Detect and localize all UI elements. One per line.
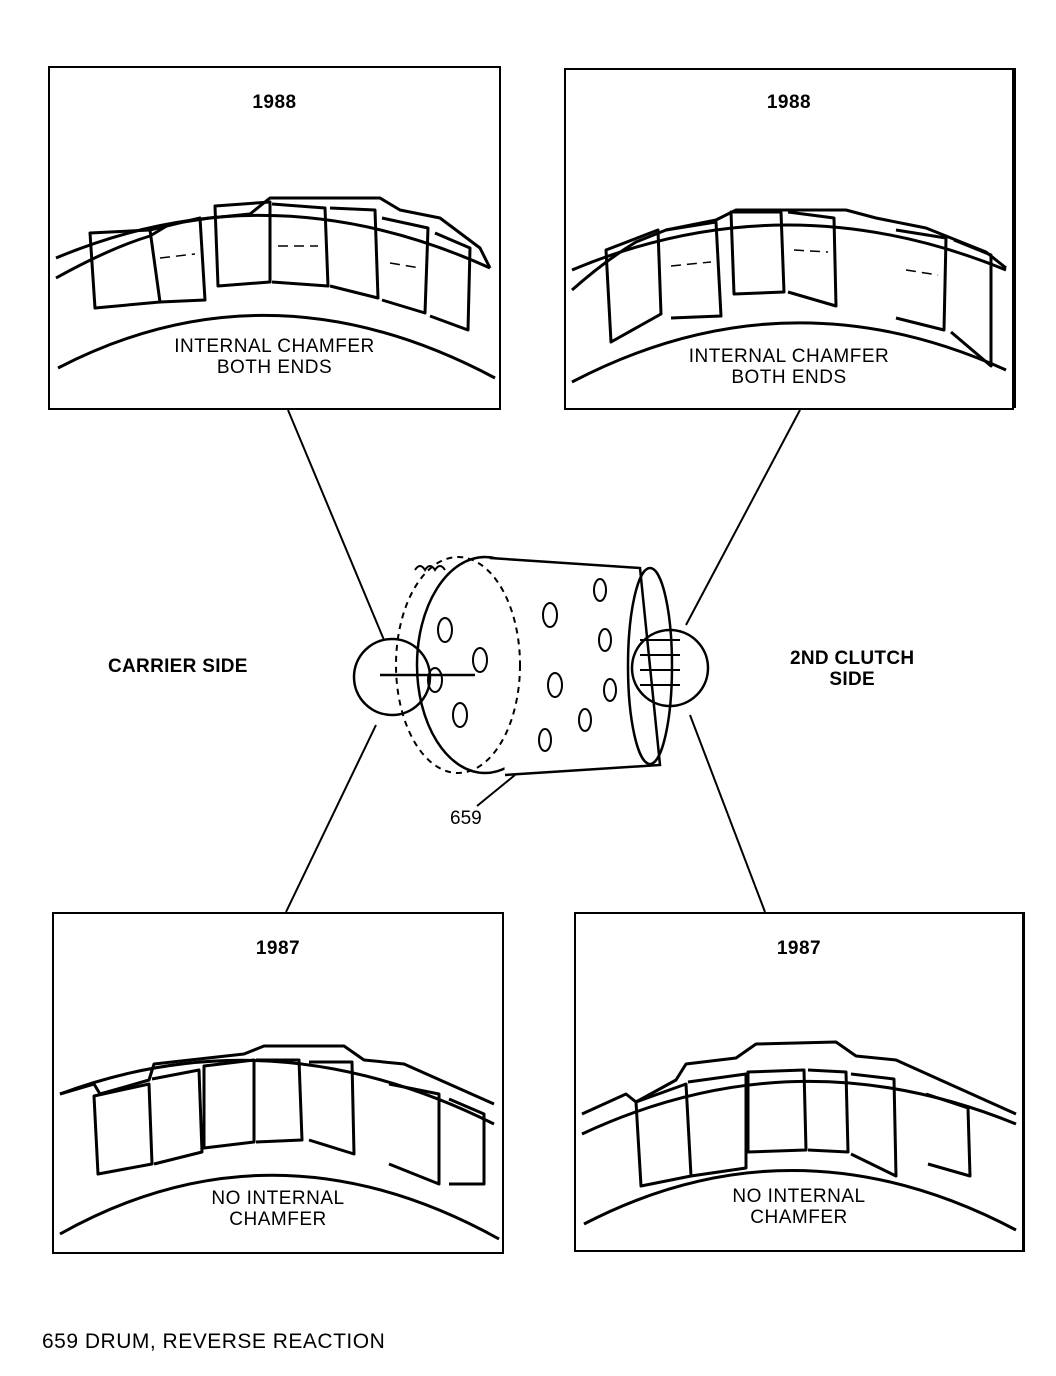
caption-line: BOTH ENDS — [731, 367, 847, 388]
panel-1987-2nd-clutch-side: 1987 NO INTERNAL CHAMFER — [574, 912, 1024, 1252]
panel-year: 1988 — [252, 92, 297, 113]
caption-line: NO INTERNAL — [211, 1188, 345, 1209]
panel-year: 1987 — [255, 938, 301, 959]
panel-1988-carrier-side: 1988 INTERNAL CHAMFER BOTH ENDS — [48, 66, 501, 410]
non-chamfered-spline-illustration — [59, 1044, 500, 1241]
2nd-clutch-side-label: 2ND CLUTCH SIDE — [790, 648, 914, 690]
caption-line: CHAMFER — [229, 1209, 327, 1230]
panel-caption: INTERNAL CHAMFER BOTH ENDS — [566, 346, 1012, 388]
chamfered-spline-illustration — [571, 208, 1007, 384]
panel-1987-carrier-side: 1987 NO INTERNAL CHAMFER — [52, 912, 504, 1254]
caption-line: NO INTERNAL — [732, 1186, 866, 1207]
chamfered-spline-illustration — [55, 196, 496, 380]
panel-year: 1987 — [776, 938, 822, 959]
caption-line: INTERNAL CHAMFER — [688, 346, 890, 367]
caption-line: INTERNAL CHAMFER — [174, 336, 375, 357]
page-edge-rule — [1013, 68, 1016, 408]
caption-line: BOTH ENDS — [216, 357, 333, 378]
panel-caption: NO INTERNAL CHAMFER — [576, 1186, 1022, 1228]
panel-year: 1988 — [766, 92, 812, 113]
label-line: SIDE — [829, 669, 875, 690]
non-chamfered-spline-illustration — [581, 1040, 1017, 1232]
panel-caption: INTERNAL CHAMFER BOTH ENDS — [50, 336, 499, 378]
caption-line: CHAMFER — [750, 1207, 848, 1228]
panel-1988-2nd-clutch-side: 1988 INTERNAL CHAMFER BOTH ENDS — [564, 68, 1014, 410]
page-edge-rule — [1022, 912, 1025, 1252]
label-line: 2ND CLUTCH — [790, 648, 915, 669]
carrier-side-label: CARRIER SIDE — [108, 656, 248, 677]
part-callout-number: 659 — [450, 808, 482, 829]
panel-caption: NO INTERNAL CHAMFER — [54, 1188, 502, 1230]
figure-caption: 659 DRUM, REVERSE REACTION — [42, 1330, 386, 1353]
reverse-reaction-drum — [352, 555, 710, 777]
